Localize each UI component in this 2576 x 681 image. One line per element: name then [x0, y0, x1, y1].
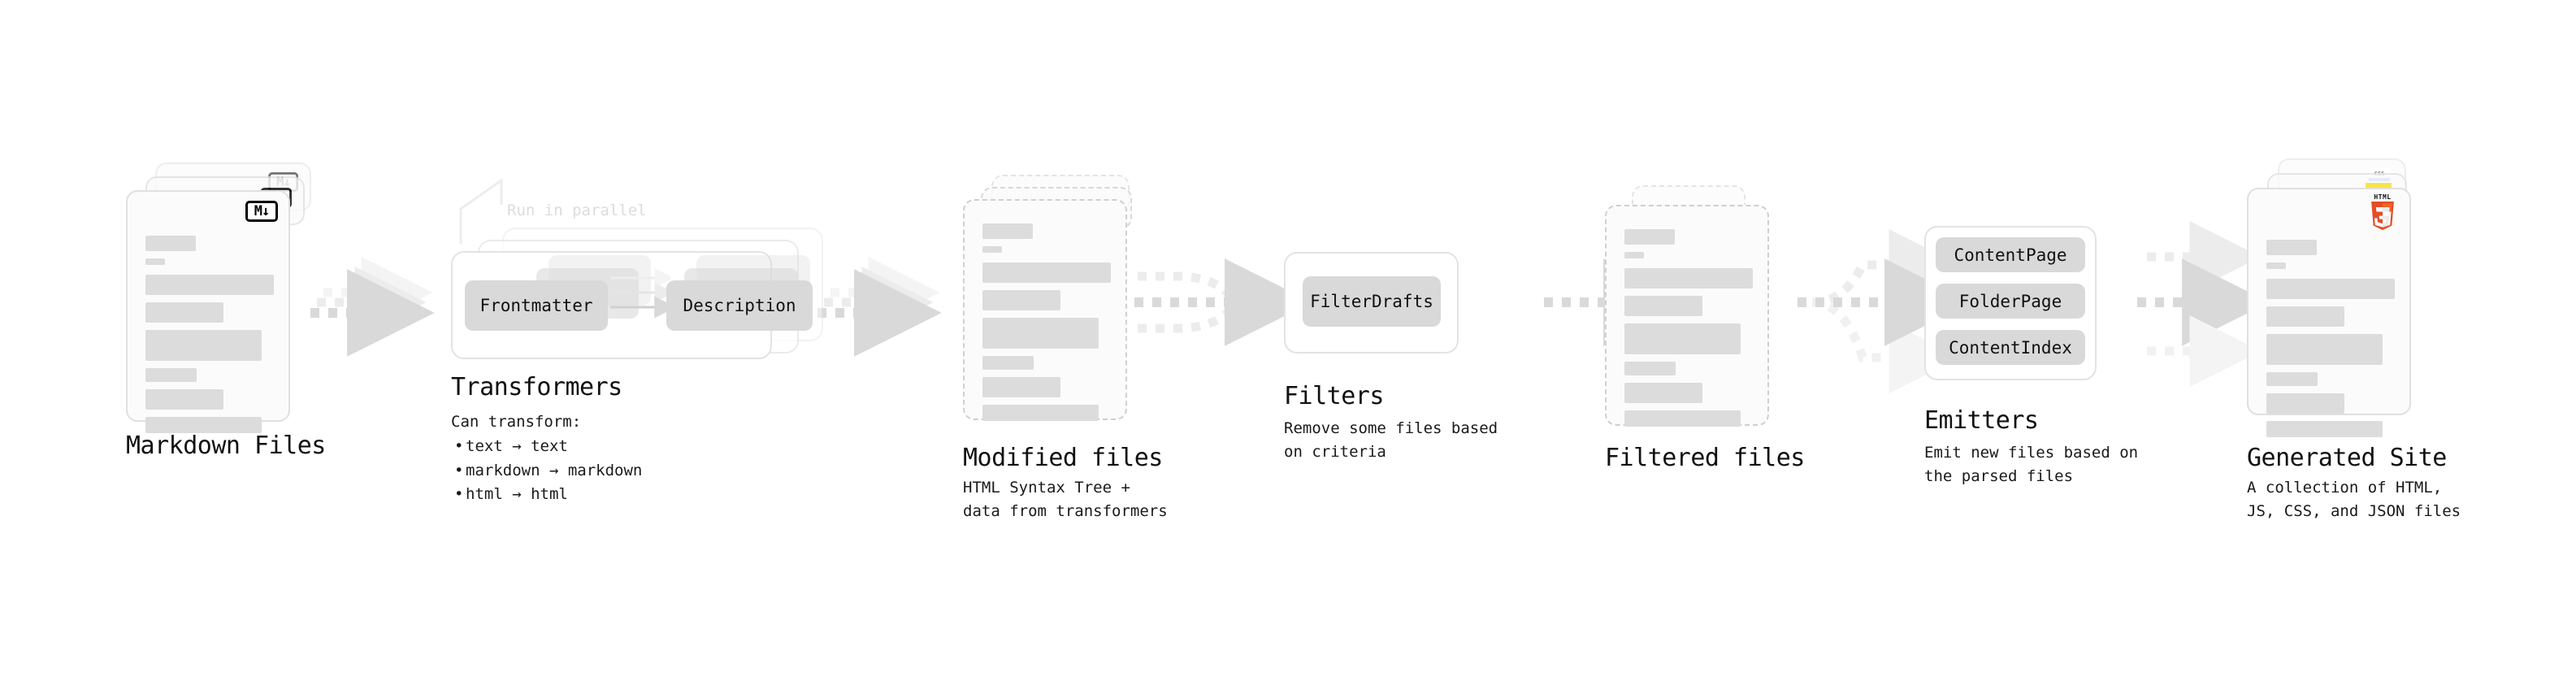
content-line [1624, 362, 1676, 375]
content-line [1624, 252, 1644, 258]
content-line [1624, 296, 1702, 316]
transformer-chip-frontmatter-label: Frontmatter [479, 296, 593, 315]
content-line [982, 223, 1033, 239]
markdown-file-body [145, 236, 274, 440]
stage-title-modified-files: Modified files [963, 444, 1163, 472]
generated-site-stack[interactable]: CSS HTML [2247, 158, 2442, 437]
content-line [2266, 334, 2383, 365]
content-line [2266, 262, 2286, 269]
connector-markdown-to-transformers [310, 257, 435, 357]
content-line [145, 368, 197, 382]
html5-icon: HTML [2366, 194, 2399, 232]
html5-icon-label: HTML [2374, 193, 2392, 201]
emitter-chip-contentpage-label: ContentPage [1954, 245, 2067, 265]
content-line [982, 377, 1060, 397]
connector-emitters-to-site [2137, 221, 2270, 387]
transform-list-item: text → text [451, 435, 642, 459]
content-line [1624, 323, 1741, 354]
transform-list-item: markdown → markdown [451, 459, 642, 484]
content-line [2266, 421, 2383, 437]
markdown-files-stack[interactable]: M↓ M↓ M↓ [126, 163, 313, 433]
transform-list-header: Can transform: [451, 413, 582, 431]
markdown-file-front[interactable]: M↓ [126, 190, 290, 433]
filters-group[interactable]: FilterDrafts [1284, 252, 1459, 354]
content-line [2266, 279, 2395, 299]
transformer-chip-frontmatter[interactable]: Frontmatter [465, 280, 608, 331]
emitter-chip-contentpage[interactable]: ContentPage [1936, 237, 2085, 272]
emitter-chip-contentindex-label: ContentIndex [1949, 337, 2072, 358]
content-line [982, 356, 1034, 370]
filtered-files-stack[interactable] [1605, 185, 1792, 445]
content-line [1624, 268, 1753, 288]
html5-shield-icon [2371, 202, 2394, 231]
content-line [1624, 229, 1675, 245]
stage-title-filtered-files: Filtered files [1605, 444, 1805, 472]
content-line [982, 318, 1099, 349]
filter-chip-filterdrafts-label: FilterDrafts [1310, 292, 1433, 311]
markdown-icon: M↓ [245, 201, 278, 222]
stage-title-transformers: Transformers [451, 373, 622, 401]
filtered-file-body [1624, 229, 1753, 434]
content-line [145, 275, 274, 295]
emitter-chip-folderpage[interactable]: FolderPage [1936, 284, 2085, 319]
content-line [1624, 383, 1702, 403]
stage-subtitle-modified-files: HTML Syntax Tree + data from transformer… [963, 479, 1168, 520]
content-line [145, 389, 223, 410]
content-line [982, 262, 1111, 283]
emitter-chip-folderpage-label: FolderPage [1958, 291, 2062, 311]
stage-title-filters: Filters [1284, 382, 1384, 410]
content-line [145, 417, 262, 433]
content-line [982, 405, 1099, 421]
connector-transformers-to-modified [817, 257, 942, 357]
transform-list-item: html → html [451, 483, 642, 507]
content-line [145, 302, 223, 323]
stage-title-generated-site: Generated Site [2247, 444, 2447, 472]
stage-title-markdown-files: Markdown Files [126, 432, 326, 460]
connector-filtered-to-emitters [1798, 229, 1972, 393]
stage-subtitle-filters: Remove some files based on criteria [1284, 419, 1498, 461]
emitter-chip-contentindex[interactable]: ContentIndex [1936, 330, 2085, 365]
run-in-parallel-note: Run in parallel [507, 202, 647, 219]
modified-file-front[interactable] [963, 199, 1127, 421]
connector-modified-to-filters [1134, 258, 1312, 346]
content-line [2266, 306, 2344, 327]
content-line [145, 236, 196, 251]
content-line [2266, 393, 2344, 414]
filtered-file-front[interactable] [1605, 205, 1769, 427]
transform-list: text → text markdown → markdown html → h… [451, 435, 642, 507]
content-line [2266, 372, 2318, 386]
content-line [145, 330, 262, 361]
filter-chip-filterdrafts[interactable]: FilterDrafts [1303, 276, 1441, 327]
transformer-inner-arrows [610, 268, 670, 319]
modified-file-body [982, 223, 1111, 428]
generated-file-html[interactable]: HTML [2247, 188, 2411, 437]
content-line [2266, 240, 2317, 255]
emitters-group[interactable]: ContentPage FolderPage ContentIndex [1924, 226, 2097, 380]
transformers-capability-list: Can transform: text → text markdown → ma… [451, 410, 642, 507]
modified-files-stack[interactable] [963, 175, 1150, 435]
content-line [982, 290, 1060, 310]
content-line [145, 258, 165, 265]
transformer-chip-description-label: Description [683, 296, 796, 315]
content-line [982, 246, 1002, 253]
run-in-parallel-bracket [459, 178, 503, 244]
transformer-chip-description[interactable]: Description [666, 280, 813, 331]
content-line [1624, 410, 1741, 427]
stage-subtitle-emitters: Emit new files based on the parsed files [1924, 444, 2139, 485]
generated-file-body [2266, 240, 2395, 445]
stage-subtitle-generated-site: A collection of HTML, JS, CSS, and JSON … [2247, 479, 2461, 520]
transformers-group[interactable]: Frontmatter Description [451, 203, 833, 366]
stage-title-emitters: Emitters [1924, 406, 2039, 435]
